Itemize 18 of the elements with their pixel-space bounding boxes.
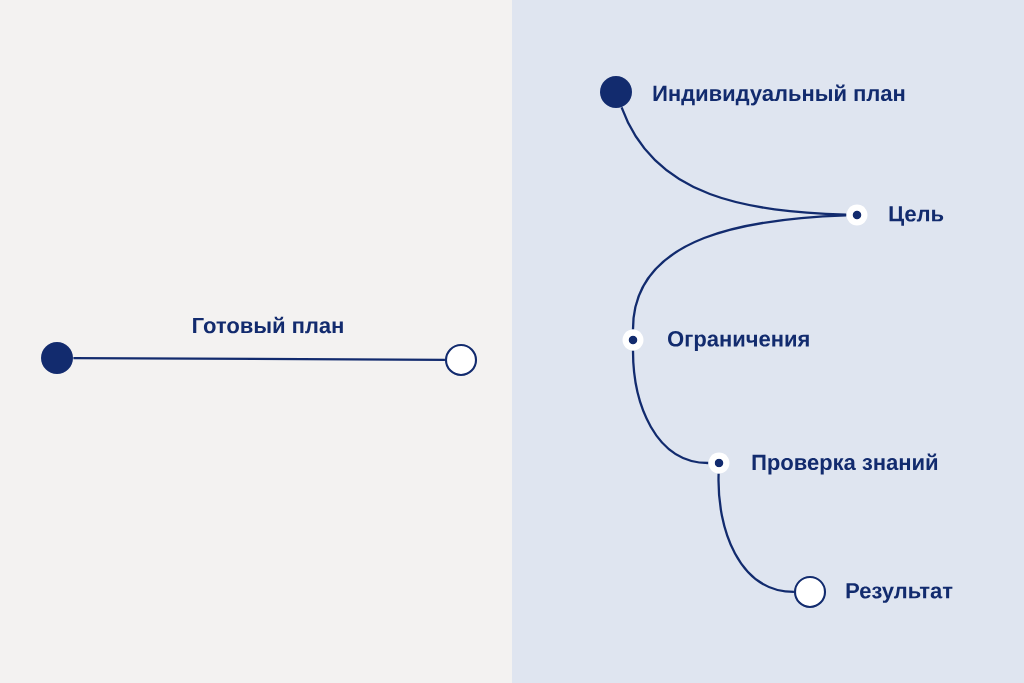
connector-line (631, 350, 709, 465)
node-label: Проверка знаний (752, 453, 938, 475)
dot-marker (708, 452, 730, 474)
filled-circle (600, 76, 632, 108)
node-label: Цель (889, 206, 944, 226)
node-label: Ограничения (668, 331, 809, 351)
connector-line (73, 356, 445, 362)
connector-line (620, 106, 847, 216)
edge-label: Готовый план (188, 313, 348, 337)
connector-line (717, 473, 795, 594)
open-circle (444, 343, 478, 377)
node-label: Результат (846, 583, 953, 603)
connector-line (631, 214, 847, 330)
node-label: Индивидуальный план (653, 84, 905, 106)
dot-marker (846, 204, 868, 226)
open-circle (793, 575, 827, 609)
filled-circle (41, 342, 73, 374)
dot-marker (622, 329, 644, 351)
